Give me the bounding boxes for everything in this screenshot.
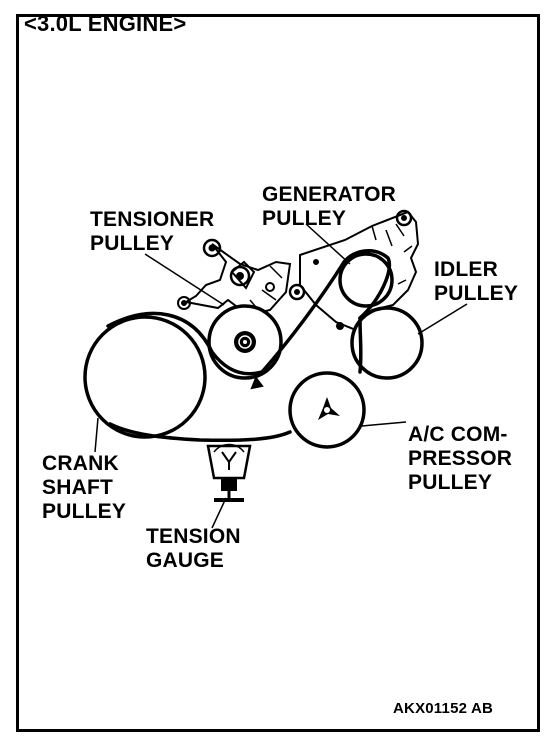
ac-compressor-hub — [318, 397, 340, 420]
tension-gauge-label: TENSION GAUGE — [146, 525, 241, 572]
figure-code: AKX01152 AB — [393, 700, 494, 717]
generator-pulley-label: GENERATOR PULLEY — [262, 183, 397, 230]
tension-gauge — [206, 443, 252, 502]
drive-belt — [106, 249, 392, 443]
leader-lines — [94, 223, 468, 529]
crank-shaft-pulley-label: CRANK SHAFT PULLEY — [42, 452, 127, 523]
crank-shaft-pulley — [83, 315, 207, 439]
generator-bracket — [288, 209, 420, 332]
tensioner-pulley-label: TENSIONER PULLEY — [90, 208, 215, 255]
idler-pulley — [350, 306, 424, 380]
ac-compressor-pulley-label: A/C COM- PRESSOR PULLEY — [408, 423, 513, 494]
idler-pulley-label: IDLER PULLEY — [434, 258, 519, 305]
tensioner-pulley-hub — [234, 331, 256, 353]
diagram-title: <3.0L ENGINE> — [24, 11, 187, 36]
